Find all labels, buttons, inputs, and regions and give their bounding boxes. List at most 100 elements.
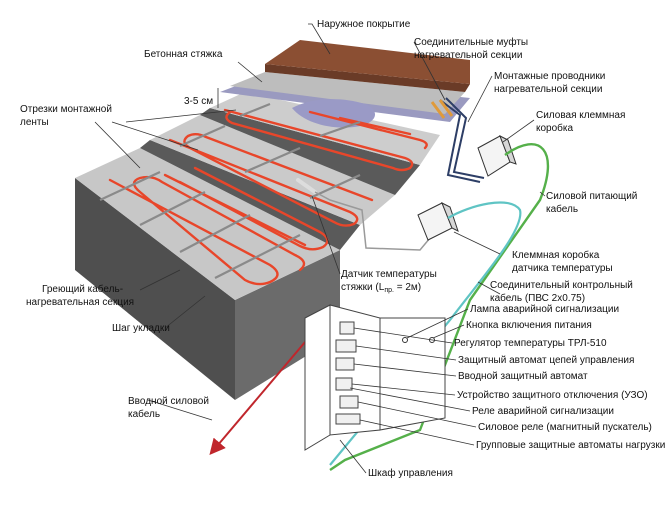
label-alarm-relay: Реле аварийной сигнализации (472, 406, 614, 417)
label-concrete-screed: Бетонная стяжка (144, 49, 223, 60)
label-heating-cable-2: нагревательная секция (26, 297, 134, 308)
label-power-button: Кнопка включения питания (466, 320, 592, 331)
leader-power-cable (539, 191, 546, 197)
leader-rcd (351, 383, 456, 396)
leader-heating-cable (139, 269, 181, 291)
leader-alarm-lamp (406, 308, 469, 339)
input-breaker-module (335, 357, 355, 371)
label-power-box-2: коробка (536, 122, 573, 134)
screed-layer (230, 72, 465, 114)
tape-segment (99, 171, 161, 201)
leader-sensor (311, 195, 341, 275)
leader-tape-2 (111, 121, 199, 151)
slab-1-top (75, 148, 340, 300)
label-mounting-wires-2: нагревательной секции (494, 84, 602, 95)
label-power-relay: Силовое реле (магнитный пускатель) (478, 422, 652, 433)
label-rcd: Устройство защитного отключения (УЗО) (457, 390, 648, 401)
mounting-wires (439, 97, 485, 183)
power-relay-module (339, 395, 359, 409)
label-thickness: 3-5 см (184, 96, 213, 107)
input-power-cable (209, 321, 323, 456)
leader-screed (237, 61, 263, 83)
leader-power-button (432, 324, 465, 339)
label-couplings-2: нагревательной секции (414, 50, 522, 61)
leader-regulator (353, 327, 453, 344)
heating-cable-slab-3 (223, 108, 414, 172)
label-control-breaker: Защитный автомат цепей управления (458, 355, 634, 366)
leader-tape-1 (94, 121, 141, 169)
power-supply-cable (329, 143, 550, 471)
sensor-terminal-box (417, 201, 459, 241)
label-control-cable-2: кабель (ПВС 2х0.75) (490, 292, 585, 304)
power-terminal-box (477, 134, 517, 177)
coupling (438, 99, 454, 117)
label-input-cable-2: кабель (128, 408, 160, 420)
leader-input-breaker (353, 363, 457, 377)
cabinet-door (379, 317, 446, 431)
coupling (430, 101, 446, 119)
leader-mounting-wires (467, 75, 493, 123)
label-group-breakers: Групповые защитные автоматы нагрузки (476, 440, 665, 451)
tape-segment (319, 120, 361, 138)
label-power-box-1: Силовая клеммная (536, 110, 625, 121)
label-cabinet: Шкаф управления (368, 467, 453, 479)
label-power-cable-1: Силовой питающий (546, 191, 637, 202)
sensor-probe (296, 178, 317, 194)
label-outer-cover: Наружное покрытие (317, 19, 411, 30)
tape-segment (239, 102, 271, 118)
leader-couplings (413, 41, 446, 101)
label-sensor-2: стяжки (Lпр. = 2м) (341, 282, 421, 294)
label-heating-cable-1: Греющий кабель- (42, 283, 123, 295)
heating-cable-slab-3b (308, 110, 428, 150)
leader-sensor-box (453, 231, 501, 255)
leader-cabinet (339, 439, 367, 474)
base-left-face (75, 178, 235, 400)
finish-cover-front (265, 64, 470, 92)
label-pitch: Шаг укладки (112, 323, 170, 334)
label-sensor-box-1: Клеммная коробка (512, 249, 600, 261)
tape-segment (179, 214, 251, 253)
label-alarm-lamp: Лампа аварийной сигнализации (470, 304, 619, 315)
heating-cable-slab-2 (168, 133, 374, 227)
labels: Наружное покрытие Бетонная стяжка Соедин… (20, 19, 665, 479)
leader-alarm-relay (349, 387, 471, 412)
label-tape-2: ленты (20, 117, 49, 128)
label-couplings-1: Соединительные муфты (414, 36, 528, 48)
leader-input-cable (147, 399, 213, 421)
leader-lines (94, 23, 546, 474)
label-control-cable-1: Соединительный контрольный (490, 280, 633, 291)
leader-control-breaker (355, 345, 457, 361)
mounting-wire (445, 97, 485, 179)
regulator-module (339, 321, 355, 335)
mounting-wire (439, 99, 481, 183)
label-power-cable-2: кабель (546, 203, 578, 215)
rcd-module (335, 377, 353, 391)
leader-tape-3 (125, 109, 237, 123)
tape-segment (179, 124, 226, 148)
slab-2-top (150, 115, 395, 225)
leader-outer-cover (308, 23, 331, 55)
tape-segment (244, 146, 301, 174)
sensor-cable (314, 191, 431, 251)
leader-power-box (502, 119, 535, 143)
control-cabinet (304, 304, 446, 451)
alarm-lamp (402, 337, 408, 343)
leader-group-breakers (359, 419, 475, 446)
finish-cover-top (265, 40, 470, 84)
tape-segment (214, 234, 301, 279)
heating-cable-slab-1b (178, 166, 329, 251)
leader-pitch (164, 295, 206, 329)
cabinet-back (304, 304, 331, 451)
label-input-breaker: Вводной защитный автомат (458, 371, 588, 382)
label-mounting-wires-1: Монтажные проводники (494, 71, 605, 82)
leader-power-relay (357, 401, 477, 428)
leader-control-cable (477, 281, 501, 295)
group-breakers-module (335, 413, 361, 425)
slab-3-top (210, 92, 440, 165)
control-breaker-module (335, 339, 357, 353)
label-sensor-1: Датчик температуры (341, 269, 437, 280)
label-input-cable-1: Вводной силовой (128, 396, 209, 407)
temperature-sensor (296, 178, 431, 251)
